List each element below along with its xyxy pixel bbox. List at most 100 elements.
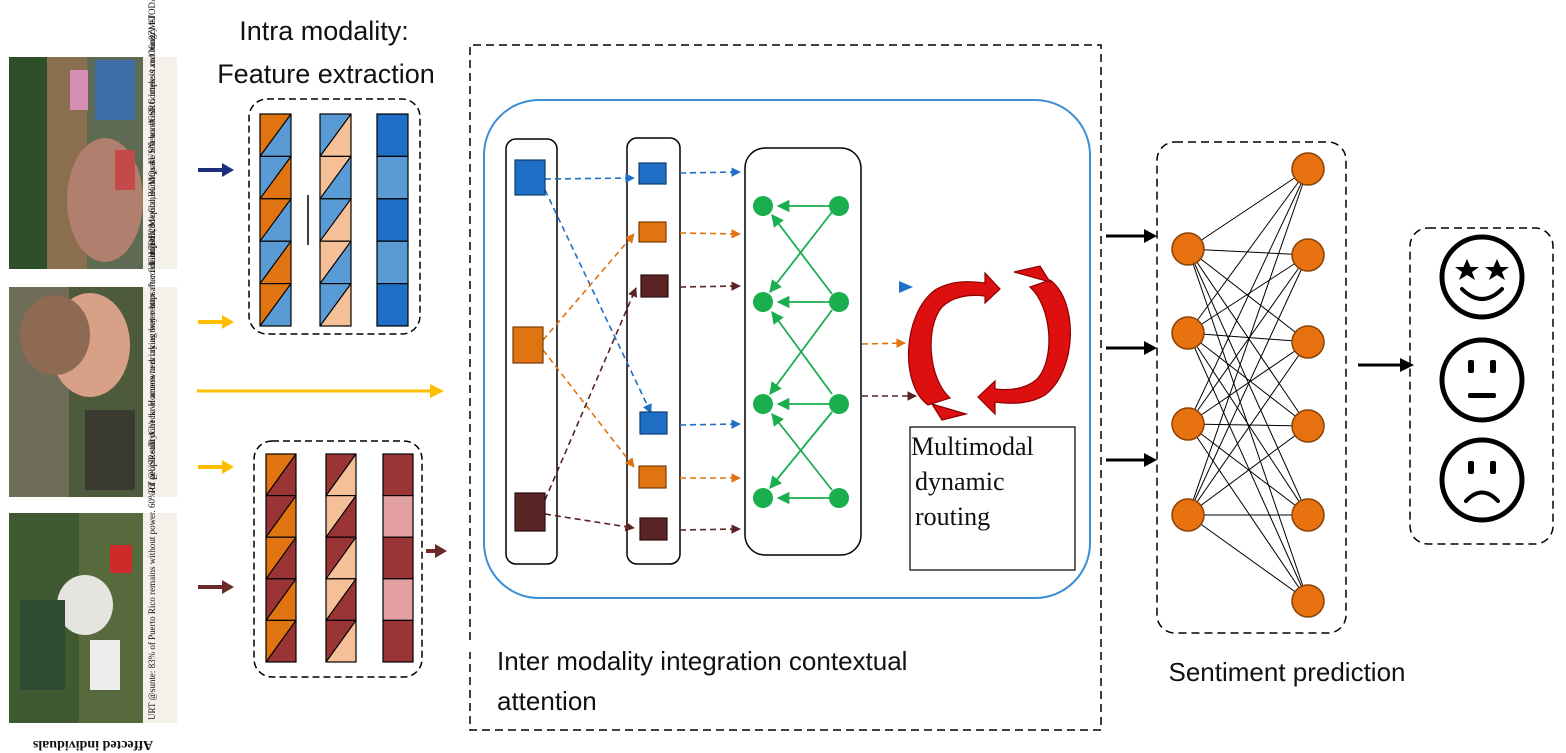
feature-cell: [319, 283, 352, 327]
output-node: [1291, 498, 1325, 532]
network-edge: [1187, 254, 1309, 425]
feature-cell: [259, 198, 292, 242]
feature-cell: [382, 619, 414, 663]
prediction-arrow: [1358, 358, 1414, 372]
feature-cell: [376, 198, 409, 242]
routing-cycle-icon: [907, 265, 1071, 421]
input-arrow-brown-left: [198, 580, 234, 594]
capsule-node: [829, 488, 849, 508]
capsule-node: [829, 292, 849, 312]
feature-cell: [259, 155, 292, 200]
capsule-node: [753, 394, 773, 414]
feature-cell: [382, 453, 414, 497]
attention-column: [626, 137, 681, 565]
network-edge: [1187, 423, 1309, 516]
network-edge: [1187, 514, 1309, 602]
network-edge: [1187, 332, 1309, 427]
blue-arrowhead: [899, 281, 913, 293]
network-edge: [1187, 248, 1309, 516]
tweet-text-3: URT @sunte: 83% of Puerto Rico remains w…: [147, 223, 157, 720]
attention-square: [639, 517, 668, 541]
capsule-node: [829, 394, 849, 414]
neutral-face-icon: [1439, 337, 1525, 423]
network-edges: [1187, 168, 1309, 602]
attention-square: [638, 465, 667, 489]
feature-cell: [376, 113, 409, 158]
output-arrows: [1106, 229, 1157, 467]
feature-cell: [325, 578, 357, 621]
feature-cell: [319, 240, 352, 285]
capsule-node: [753, 488, 773, 508]
intra-modality-title: Intra modality:: [239, 16, 409, 46]
routing-label-line2: dynamic: [915, 467, 1005, 496]
feature-cell: [382, 495, 414, 538]
network-edge: [1187, 341, 1309, 516]
inter-modality-container: [469, 44, 1102, 731]
feature-cell: [376, 155, 409, 200]
network-edge: [1187, 332, 1309, 602]
input-image-fire: RT @USRealityCheck: Homeowners cry as th…: [9, 14, 177, 497]
input-image-puerto-rico: URT @sunte: 83% of Puerto Rico remains w…: [9, 223, 177, 723]
tweet-text-1: In Jojutla, Mexico, earthquake left hund…: [147, 0, 157, 265]
sentiment-output-box: [1409, 227, 1554, 545]
feature-cell: [319, 113, 352, 158]
input-arrow-yellow-long: [197, 384, 444, 398]
network-edge: [1187, 423, 1309, 427]
text-modality-square: [514, 159, 546, 196]
capsule-network: [753, 196, 849, 508]
feature-arrow-brown: [426, 544, 447, 558]
tweet-text-2: RT @USRealityCheck: Homeowners cry as th…: [147, 14, 157, 493]
capsule-node: [829, 196, 849, 216]
network-edge: [1187, 332, 1309, 343]
feature-cell: [259, 283, 292, 327]
feature-cell: [382, 536, 414, 580]
network-edge: [1187, 168, 1309, 425]
network-edge: [1187, 254, 1309, 334]
output-node: [1291, 325, 1325, 359]
network-edge: [1187, 254, 1309, 516]
attention-squares: [638, 162, 669, 541]
feature-cell: [265, 578, 297, 621]
hidden-node: [1171, 316, 1205, 350]
hidden-node: [1171, 232, 1205, 266]
feature-box-top: [248, 98, 421, 335]
attention-container: [483, 99, 1091, 599]
capsule-node: [753, 292, 773, 312]
feature-box-bottom: [253, 440, 423, 678]
feature-cell: [259, 240, 292, 285]
sad-face-icon: [1439, 437, 1525, 523]
inter-modality-label-line2: attention: [497, 686, 597, 716]
network-edge: [1187, 341, 1309, 425]
sentiment-prediction-label: Sentiment prediction: [1168, 657, 1405, 687]
attention-arrows: [542, 167, 917, 534]
feature-cell: [319, 155, 352, 200]
feature-cell: [265, 536, 297, 580]
feature-cell: [325, 495, 357, 538]
network-edge: [1187, 332, 1309, 516]
output-node: [1291, 152, 1325, 186]
feature-cell: [382, 578, 414, 621]
attention-square: [638, 162, 667, 185]
feature-cell: [376, 283, 409, 327]
feature-cell: [325, 536, 357, 580]
attention-square: [638, 221, 667, 243]
star-eyes-face-icon: [1439, 234, 1525, 320]
input-image-earthquake: In Jojutla, Mexico, earthquake left hund…: [9, 0, 177, 269]
input-arrow-navy: [198, 163, 234, 177]
network-edge: [1187, 248, 1309, 256]
capsule-node: [753, 196, 773, 216]
capsule-column: [744, 147, 862, 556]
routing-label-line3: routing: [915, 502, 990, 531]
routing-label-box: [909, 426, 1076, 571]
feature-cell: [265, 495, 297, 538]
sentiment-network-box: [1156, 141, 1347, 634]
network-edge: [1187, 168, 1309, 250]
feature-cell: [265, 453, 297, 497]
attention-square: [639, 411, 668, 435]
input-arrow-yellow-bottom: [198, 460, 234, 474]
image-modality-square: [512, 326, 544, 364]
output-node: [1291, 409, 1325, 443]
audio-modality-square: [514, 492, 546, 532]
inter-modality-label-line1: Inter modality integration contextual: [497, 646, 907, 676]
